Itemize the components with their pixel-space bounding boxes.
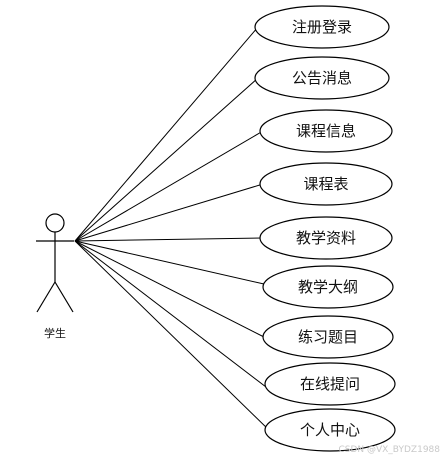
- association-line: [74, 237, 264, 242]
- association-line: [74, 183, 264, 242]
- association-line: [74, 240, 265, 338]
- use-case-label: 教学大纲: [298, 278, 358, 296]
- use-case-personal-center: 个人中心: [264, 408, 396, 452]
- use-case-ellipse: [259, 216, 393, 260]
- use-case-syllabus: 教学大纲: [262, 265, 394, 309]
- use-case-ellipse: [254, 56, 390, 100]
- use-case-ellipse: [264, 362, 396, 406]
- association-line: [74, 26, 259, 242]
- actor-left-leg: [36, 281, 56, 313]
- use-case-label: 注册登录: [292, 18, 352, 36]
- use-case-ellipse: [254, 5, 390, 49]
- use-case-label: 在线提问: [300, 375, 360, 393]
- actor-label: 学生: [44, 326, 66, 340]
- use-case-ellipse: [262, 265, 394, 309]
- association-line: [74, 240, 265, 285]
- watermark-text: CSDN @VX_BYDZ1988: [338, 445, 440, 455]
- association-line: [74, 240, 267, 388]
- use-case-label: 练习题目: [298, 328, 358, 346]
- use-case-register-login: 注册登录: [254, 5, 390, 49]
- use-case-ellipse: [264, 408, 396, 452]
- use-case-ellipse: [259, 109, 393, 153]
- use-case-timetable: 课程表: [259, 162, 393, 206]
- use-case-exercises: 练习题目: [262, 315, 394, 359]
- association-line: [74, 130, 264, 242]
- use-case-ellipse: [259, 162, 393, 206]
- association-line: [74, 77, 259, 242]
- use-case-label: 个人中心: [300, 421, 360, 439]
- use-case-label: 课程信息: [296, 122, 356, 140]
- use-case-label: 教学资料: [296, 229, 356, 247]
- actor-head: [45, 213, 65, 233]
- use-case-course-info: 课程信息: [259, 109, 393, 153]
- use-case-label: 公告消息: [292, 69, 352, 87]
- use-case-online-questions: 在线提问: [264, 362, 396, 406]
- use-case-teaching-materials: 教学资料: [259, 216, 393, 260]
- association-line: [74, 240, 272, 433]
- associations: [74, 26, 272, 433]
- use-case-ellipse: [262, 315, 394, 359]
- actor-figure: [36, 213, 74, 313]
- use-case-announcements: 公告消息: [254, 56, 390, 100]
- use-case-label: 课程表: [303, 175, 348, 193]
- actor-right-leg: [54, 281, 74, 313]
